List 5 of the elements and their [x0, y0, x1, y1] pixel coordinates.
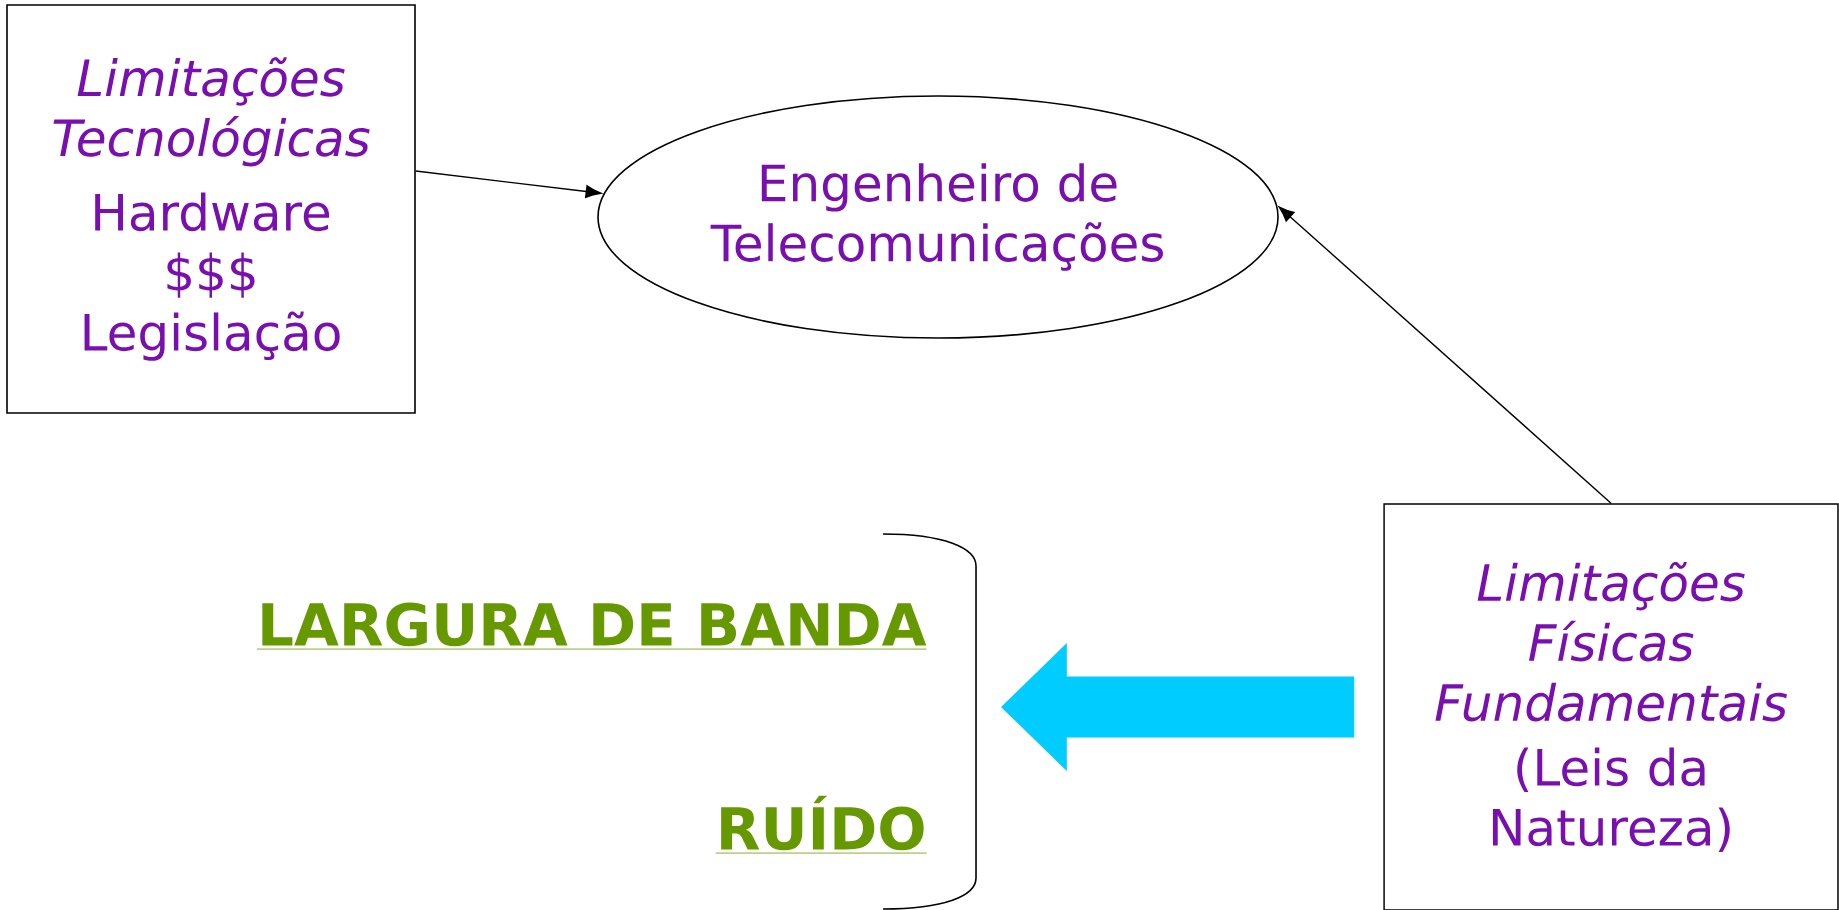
bracket-group: LARGURA DE BANDA RUÍDO [256, 533, 977, 910]
text-box: Limitações Físicas Fundamentais (Leis da Natureza) [1383, 503, 1839, 910]
arrow [1278, 206, 1612, 504]
text-box: Limitações Tecnológicas Hardware $$$ Legislação [6, 4, 416, 414]
arrow [415, 170, 602, 198]
